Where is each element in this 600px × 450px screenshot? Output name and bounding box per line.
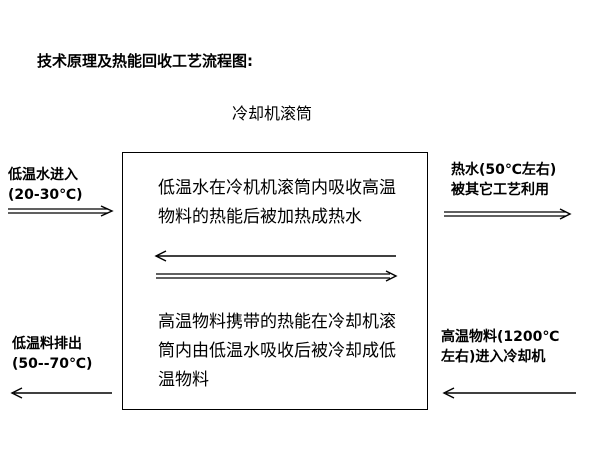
material-outlet-line2: (50--70℃) (12, 356, 93, 372)
water-inlet-line2: (20-30℃) (8, 187, 83, 203)
water-inlet-arrow (8, 205, 114, 217)
drum-label: 冷却机滚筒 (232, 104, 313, 123)
cooling-drum-box (122, 152, 428, 410)
heat-flow-left-arrow (154, 250, 396, 262)
hot-water-line1: 热水(50℃左右) (451, 162, 557, 178)
hot-water-line2: 被其它工艺利用 (451, 182, 549, 198)
material-outlet-label: 低温料排出 (50--70℃) (12, 334, 92, 374)
material-cooling-description: 高温物料携带的热能在冷却机滚筒内由低温水吸收后被冷却成低温物料 (158, 312, 396, 390)
hot-water-outlet-arrow (444, 208, 572, 220)
material-inlet-label: 高温物料(1200℃ 左右)进入冷却机 (441, 327, 559, 367)
diagram-title: 技术原理及热能回收工艺流程图: (37, 52, 254, 70)
material-inlet-arrow (442, 387, 576, 399)
water-heating-description: 低温水在冷机机滚筒内吸收高温物料的热能后被加热成热水 (158, 178, 396, 227)
material-outlet-line1: 低温料排出 (12, 336, 82, 352)
material-inlet-line2: 左右)进入冷却机 (441, 349, 546, 365)
water-inlet-label: 低温水进入 (20-30℃) (8, 165, 83, 205)
material-outlet-arrow (10, 387, 112, 399)
heat-flow-right-arrow (156, 270, 398, 282)
material-inlet-line1: 高温物料(1200℃ (441, 329, 560, 345)
water-inlet-line1: 低温水进入 (8, 167, 78, 183)
hot-water-outlet-label: 热水(50℃左右) 被其它工艺利用 (451, 160, 556, 200)
